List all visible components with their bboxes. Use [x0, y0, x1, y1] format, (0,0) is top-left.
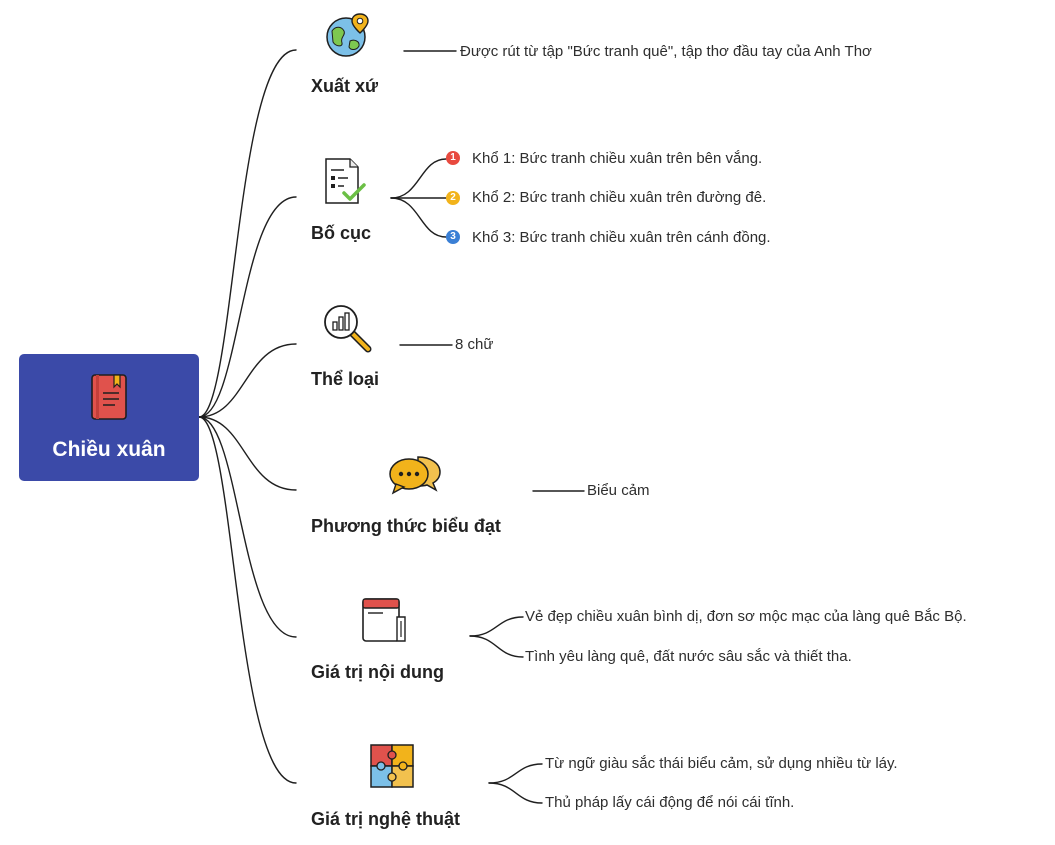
connector-leaf-bo-cuc-3: [390, 197, 447, 238]
branch-label: Giá trị nội dung: [311, 662, 444, 682]
leaf-the-loai: 8 chữ: [455, 336, 494, 353]
connector-phuong-thuc: [198, 416, 297, 491]
root-node: Chiều xuân: [19, 354, 199, 481]
connector-leaf-noi-dung-2: [469, 635, 524, 658]
connector-leaf-nghe-thuat-1: [488, 763, 543, 784]
leaf-noi-dung-1: Vẻ đẹp chiều xuân bình dị, đơn sơ mộc mạ…: [525, 608, 967, 625]
leaf-bo-cuc-3: Khổ 3: Bức tranh chiều xuân trên cánh đồ…: [472, 229, 771, 246]
connector-nghe-thuat: [198, 416, 297, 784]
branch-label: Thể loại: [311, 369, 380, 389]
badge-2: 2: [446, 191, 460, 205]
branch-label: Giá trị nghệ thuật: [311, 809, 461, 829]
leaf-bo-cuc-2: Khổ 2: Bức tranh chiều xuân trên đường đ…: [472, 189, 767, 206]
connector-noi-dung: [198, 416, 297, 638]
branch-label: Phương thức biểu đạt: [311, 516, 501, 536]
leaf-phuong-thuc: Biểu cảm: [587, 482, 650, 499]
branch-label: Xuất xứ: [311, 76, 379, 96]
badge-1: 1: [446, 151, 460, 165]
connector-xuat-xu: [198, 49, 297, 418]
checklist-icon: [325, 158, 366, 204]
connector-leaf-noi-dung-1: [469, 616, 524, 637]
badge-3: 3: [446, 230, 460, 244]
leaf-nghe-thuat-2: Thủ pháp lấy cái động để nói cái tĩnh.: [545, 794, 795, 811]
leaf-xuat-xu: Được rút từ tập "Bức tranh quê", tập thơ…: [460, 43, 872, 60]
leaf-noi-dung-2: Tình yêu làng quê, đất nước sâu sắc và t…: [525, 648, 852, 665]
connector-leaf-bo-cuc-1: [390, 158, 447, 199]
chat-bubbles-icon: [389, 456, 441, 495]
puzzle-icon: [370, 744, 414, 788]
root-title: Chiều xuân: [52, 438, 166, 461]
book-icon: [91, 374, 127, 420]
connector-the-loai: [198, 343, 297, 418]
leaf-bo-cuc-1: Khổ 1: Bức tranh chiều xuân trên bên vắn…: [472, 150, 763, 167]
connector-leaf-nghe-thuat-2: [488, 782, 543, 804]
notebook-icon: [362, 598, 406, 642]
connector-bo-cuc: [198, 196, 297, 418]
globe-location-icon: [326, 13, 369, 57]
branch-label: Bố cục: [311, 223, 372, 243]
magnifier-chart-icon: [324, 305, 372, 353]
leaf-nghe-thuat-1: Từ ngữ giàu sắc thái biểu cảm, sử dụng n…: [545, 755, 898, 772]
